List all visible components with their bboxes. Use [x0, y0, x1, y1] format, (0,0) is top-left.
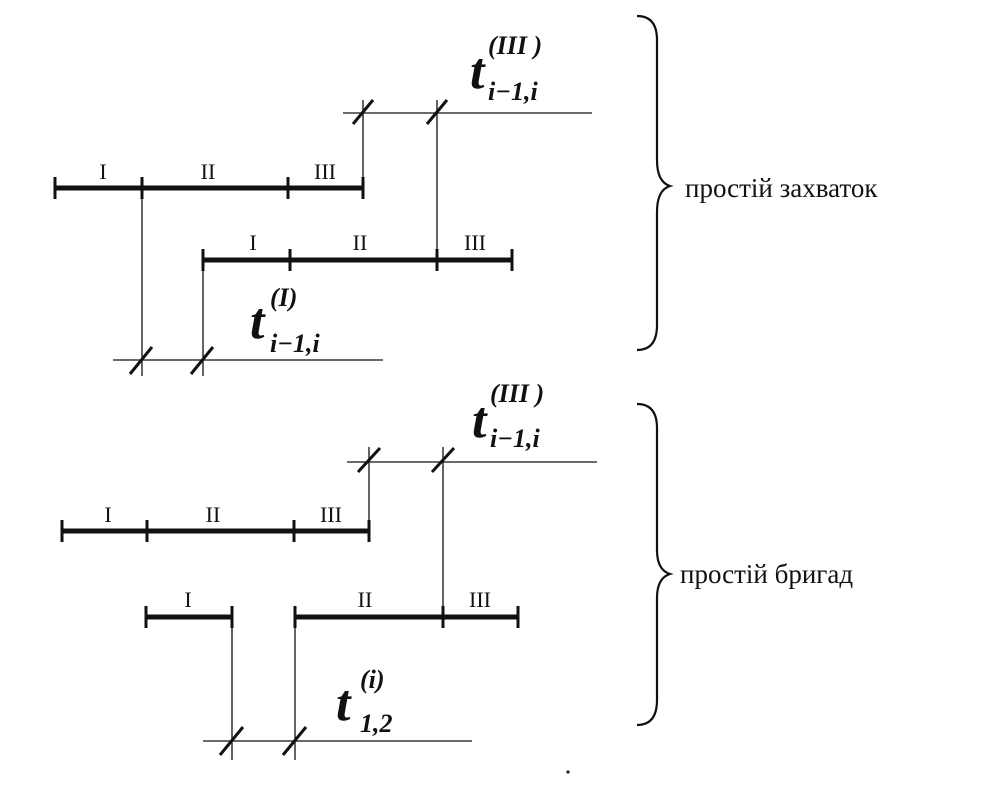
bottom-lower-sub: 1,2 — [360, 709, 393, 738]
bottom-caption: простій бригад — [680, 559, 853, 589]
top-row1-label-2: II — [201, 159, 216, 184]
top-upper-t: t — [470, 43, 486, 100]
top-upper-sub: i−1,i — [488, 77, 538, 106]
bottom-upper-sup: (III ) — [490, 379, 544, 408]
bottom-row1-label-1: I — [104, 502, 111, 527]
top-row2-label-1: I — [249, 230, 256, 255]
top-lower-t: t — [250, 293, 266, 350]
bottom-upper-t: t — [472, 392, 488, 449]
bottom-lower-slash-left — [218, 726, 245, 756]
top-row2-label-3: III — [464, 230, 486, 255]
bottom-lower-t: t — [336, 675, 352, 732]
bottom-brace — [636, 402, 674, 727]
top-lower-slash-left — [128, 346, 154, 375]
top-upper-slash-left — [351, 99, 375, 125]
top-lower-sub: i−1,i — [270, 329, 320, 358]
top-lower-sup: (I) — [270, 283, 297, 312]
bottom-lower-sup: (i) — [360, 665, 385, 694]
top-row1-label-3: III — [314, 159, 336, 184]
scan-dot — [566, 770, 570, 774]
bottom-upper-sub: i−1,i — [490, 424, 540, 453]
bottom-group: I II III I II III t (III ) i−1,i t — [60, 379, 853, 760]
top-lower-slash-right — [189, 346, 215, 375]
bottom-row1-label-2: II — [206, 502, 221, 527]
bottom-lower-interval-label: t — [336, 675, 352, 732]
top-upper-interval-label: t — [470, 43, 486, 100]
bottom-upper-interval-label: t — [472, 392, 488, 449]
bottom-upper-slash-right — [430, 446, 456, 474]
bottom-row2-label-2: II — [358, 587, 373, 612]
top-row1-label-1: I — [99, 159, 106, 184]
top-brace — [636, 14, 674, 352]
top-upper-sup: (III ) — [488, 31, 542, 60]
bottom-row2-label-3: III — [469, 587, 491, 612]
bottom-row1-label-3: III — [320, 502, 342, 527]
bottom-lower-slash-right — [281, 726, 308, 756]
top-group: I II III I II III t (III ) i−1,i t (I) — [53, 14, 878, 376]
top-upper-slash-right — [425, 99, 449, 125]
top-lower-interval-label: t — [250, 293, 266, 350]
bottom-upper-slash-left — [356, 446, 382, 474]
bottom-row2-label-1: I — [184, 587, 191, 612]
top-caption: простій захваток — [685, 173, 878, 203]
top-row2-label-2: II — [353, 230, 368, 255]
